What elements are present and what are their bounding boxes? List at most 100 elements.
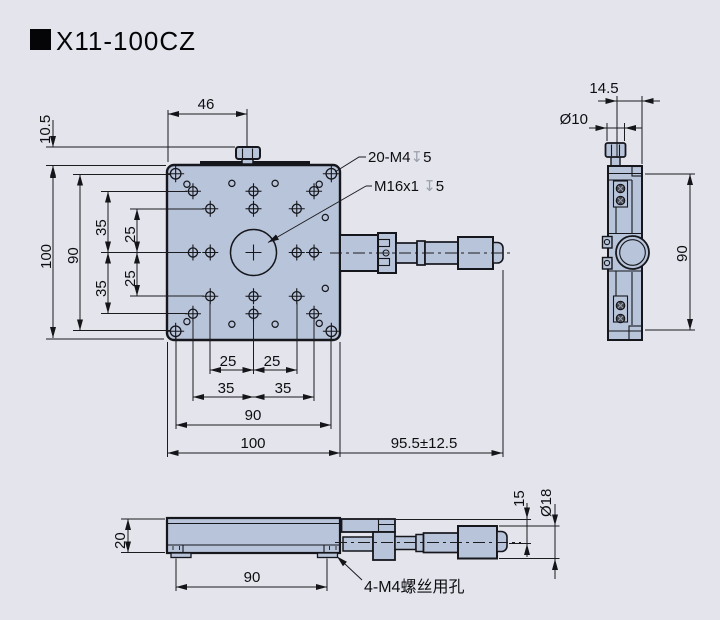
- dim-bottom-20: 20: [112, 518, 165, 553]
- title-square-bullet: [30, 29, 51, 50]
- m4-corner-hole: [322, 322, 340, 340]
- svg-text:90: 90: [245, 407, 262, 424]
- m4-hole: [184, 183, 201, 200]
- svg-text:100: 100: [38, 244, 55, 269]
- callout-20-M4: 20-M4↧5: [334, 149, 431, 173]
- dim-left-90: 90: [65, 174, 170, 331]
- svg-text:14.5: 14.5: [589, 80, 618, 97]
- m4-hole: [202, 200, 219, 217]
- m4-hole: [184, 244, 201, 261]
- side-lock-knob: [604, 142, 627, 167]
- dim-left-25s: 25 25: [122, 208, 204, 297]
- screw-housing-top: [612, 180, 629, 208]
- dim-left-100: 100: [38, 167, 164, 340]
- svg-text:Ø10: Ø10: [560, 111, 588, 128]
- m4-hole: [306, 305, 323, 322]
- through-hole: [321, 213, 329, 222]
- dim-bottom-90: 90: [176, 407, 331, 428]
- svg-text:10.5: 10.5: [37, 115, 54, 144]
- base-pad-left: [170, 552, 192, 559]
- svg-text:Ø18: Ø18: [538, 489, 555, 517]
- base-pad-right: [316, 552, 339, 559]
- svg-text:M16x1 ↧5: M16x1 ↧5: [374, 178, 444, 195]
- m4-hole: [245, 288, 262, 305]
- holes-callout-label: 20-M4: [368, 149, 411, 166]
- set-screw: [615, 195, 626, 206]
- set-screw: [615, 300, 626, 311]
- holes-callout-depth: 5: [423, 149, 431, 166]
- dim-bottom-100: 100: [167, 435, 340, 456]
- m4-hole: [288, 200, 305, 217]
- dim-axis-15: 15: [396, 490, 531, 557]
- depth-symbol-icon: ↧: [423, 178, 436, 195]
- svg-text:25: 25: [264, 353, 281, 370]
- title-block: X11-100CZ: [30, 26, 196, 56]
- svg-text:90: 90: [65, 247, 82, 264]
- svg-text:25: 25: [220, 353, 237, 370]
- m4-corner-hole: [167, 165, 185, 183]
- micrometer-bottom: [335, 518, 521, 561]
- callout-M16x1: M16x1 ↧5: [267, 178, 444, 243]
- svg-text:4-M4螺丝用孔: 4-M4螺丝用孔: [364, 578, 464, 596]
- through-hole: [183, 180, 191, 188]
- dim-bottom-span-90: 90: [175, 558, 328, 591]
- through-hole: [315, 319, 323, 328]
- m4-corner-hole: [167, 322, 185, 340]
- svg-text:90: 90: [244, 569, 261, 586]
- page-title: X11-100CZ: [56, 26, 196, 56]
- bracket-block: [372, 531, 396, 561]
- svg-text:20: 20: [112, 532, 129, 549]
- svg-text:35: 35: [93, 219, 110, 236]
- m4-hole: [306, 244, 323, 261]
- mounting-hole-pattern: [167, 165, 340, 340]
- dim-side-knob-dia: Ø10: [560, 111, 642, 141]
- dim-top-46: 46: [167, 96, 248, 162]
- dim-bottom-25s: 25 25: [210, 353, 297, 373]
- svg-text:25: 25: [122, 270, 139, 287]
- depth-symbol-icon: ↧: [411, 149, 424, 166]
- callout-base-holes: 4-M4螺丝用孔: [336, 556, 464, 596]
- through-hole: [183, 317, 191, 326]
- svg-text:35: 35: [218, 380, 235, 397]
- dim-left-35s: 35 35: [93, 191, 187, 314]
- m4-hole: [202, 244, 219, 261]
- through-hole: [271, 179, 279, 188]
- m4-hole: [306, 183, 323, 200]
- bottom-view: 20 90 15 Ø18 4-M4螺丝用孔: [112, 489, 560, 596]
- side-screw-boss: [615, 235, 650, 270]
- side-clamp-tabs: [601, 235, 613, 270]
- m4-hole: [245, 183, 262, 200]
- side-screws: [615, 183, 626, 324]
- through-hole: [228, 320, 236, 328]
- center-thread-circle: [229, 228, 278, 277]
- dim-side-90: 90: [645, 173, 695, 331]
- svg-text:15: 15: [511, 490, 528, 507]
- dim-thimble-dia-18: Ø18: [499, 489, 560, 579]
- through-hole: [315, 180, 323, 188]
- svg-text:46: 46: [198, 96, 215, 113]
- side-view: 14.5 Ø10 90: [560, 80, 695, 341]
- m4-corner-hole: [322, 165, 340, 183]
- through-hole: [321, 284, 329, 293]
- through-hole: [228, 179, 236, 188]
- svg-text:35: 35: [93, 280, 110, 297]
- set-screw: [615, 183, 626, 194]
- m4-hole: [245, 200, 262, 217]
- lock-knob: [235, 146, 261, 165]
- svg-text:25: 25: [122, 226, 139, 243]
- svg-text:90: 90: [674, 245, 691, 262]
- micrometer-front: [330, 232, 512, 274]
- m4-hole: [202, 288, 219, 305]
- dim-side-14-5: 14.5: [589, 80, 660, 164]
- bracket-arm: [340, 518, 396, 533]
- center-callout-depth: 5: [436, 178, 444, 195]
- svg-text:100: 100: [240, 435, 265, 452]
- through-hole: [271, 320, 279, 328]
- svg-text:20-M4↧5: 20-M4↧5: [368, 149, 431, 166]
- m4-hole: [184, 305, 201, 322]
- center-callout-label: M16x1: [374, 178, 419, 195]
- m4-hole: [245, 305, 262, 322]
- m4-hole: [288, 244, 305, 261]
- svg-text:35: 35: [275, 380, 292, 397]
